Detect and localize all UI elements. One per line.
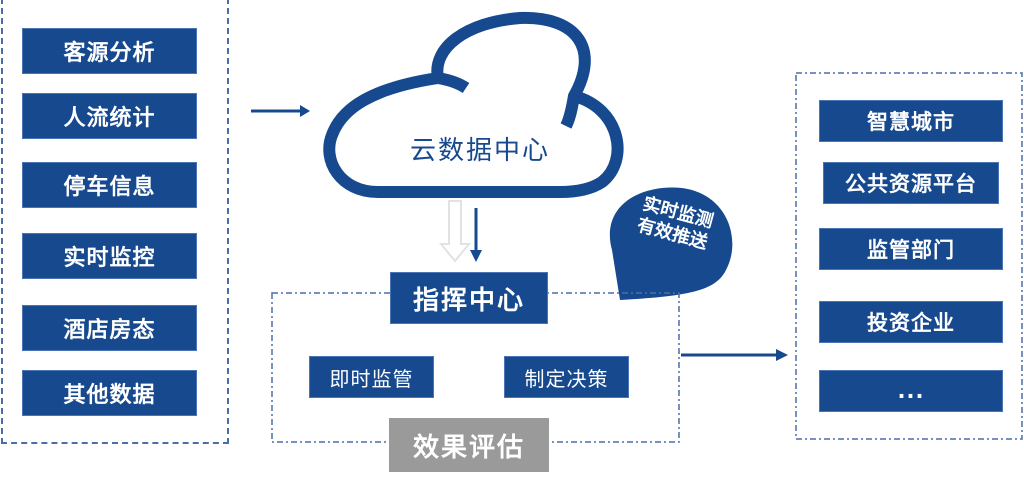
output-item: 投资企业 bbox=[819, 301, 1003, 343]
output-item: 监管部门 bbox=[819, 228, 1003, 270]
output-item: 智慧城市 bbox=[819, 100, 1003, 142]
source-item: 其他数据 bbox=[22, 370, 197, 416]
hollow-arrow-down-icon bbox=[438, 200, 472, 263]
command-bottom: 效果评估 bbox=[389, 418, 549, 472]
arrow-down-icon bbox=[470, 208, 482, 262]
source-item: 客源分析 bbox=[22, 28, 197, 74]
output-item: ... bbox=[819, 370, 1003, 412]
outputs-container bbox=[795, 72, 1023, 440]
command-right: 制定决策 bbox=[504, 356, 629, 398]
callout-bubble bbox=[609, 187, 733, 300]
source-item: 人流统计 bbox=[22, 93, 197, 139]
cloud-label: 云数据中心 bbox=[409, 136, 550, 166]
cloud-icon bbox=[323, 11, 624, 198]
command-title: 指挥中心 bbox=[390, 272, 548, 324]
source-item: 实时监控 bbox=[22, 233, 197, 279]
sources-container bbox=[1, 0, 229, 444]
output-item: 公共资源平台 bbox=[823, 162, 999, 204]
source-item: 停车信息 bbox=[22, 162, 197, 208]
command-left: 即时监管 bbox=[309, 356, 434, 398]
arrow-right-icon bbox=[251, 105, 310, 117]
source-item: 酒店房态 bbox=[22, 305, 197, 351]
arrow-right-icon bbox=[681, 349, 788, 361]
